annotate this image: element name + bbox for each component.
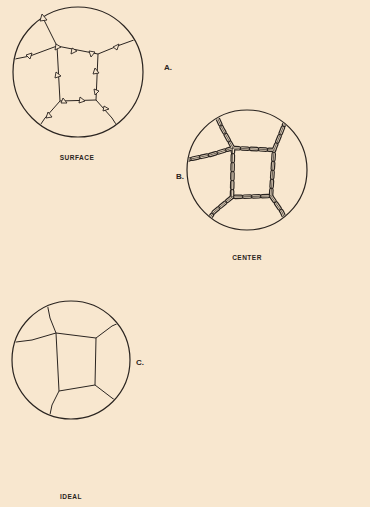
- figure-caption: SURFACE: [60, 155, 95, 162]
- ideal-micrograph: [8, 298, 130, 424]
- figure-letter: C.: [136, 359, 144, 367]
- figure-caption: CENTER: [232, 255, 262, 262]
- center-micrograph: [186, 106, 307, 235]
- figure-letter: A.: [164, 64, 172, 72]
- figure-caption: IDEAL: [60, 494, 82, 501]
- figure-letter: B.: [176, 173, 184, 181]
- surface-micrograph: [10, 4, 145, 140]
